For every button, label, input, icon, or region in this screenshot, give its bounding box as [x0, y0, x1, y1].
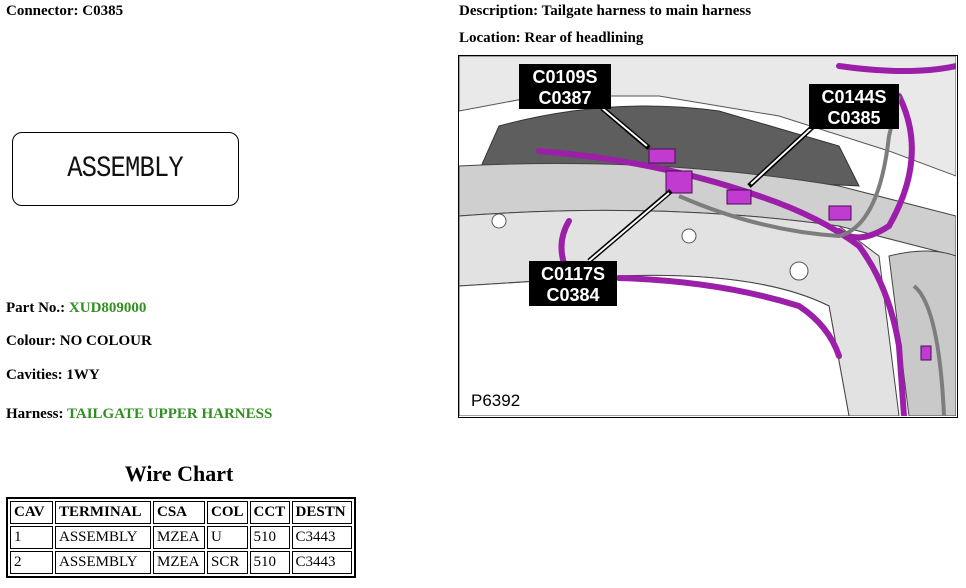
col-header-destn: DESTN: [291, 501, 352, 524]
colour-value: NO COLOUR: [59, 333, 152, 349]
callout-c0109s-line1: C0109S: [532, 67, 597, 87]
location-value: Rear of headlining: [524, 30, 644, 46]
harness-label: Harness:: [6, 406, 64, 422]
connector-clip: [920, 345, 932, 361]
cavities-field: Cavities: 1WY: [6, 367, 100, 384]
location-field: Location: Rear of headlining: [459, 30, 643, 47]
harness-link[interactable]: TAILGATE UPPER HARNESS: [66, 406, 273, 422]
figure-id: P6392: [471, 391, 520, 410]
cell-cct: 510: [249, 551, 290, 574]
connector-c0384: [665, 170, 693, 194]
callout-c0117s: C0117S C0384: [529, 261, 617, 306]
col-header-col: COL: [207, 501, 248, 524]
leader-lines-inner: [588, 107, 820, 262]
cell-cav: 2: [10, 551, 53, 574]
colour-label: Colour:: [6, 333, 56, 349]
connector-c0385: [726, 189, 752, 205]
table-row: 1 ASSEMBLY MZEA U 510 C3443: [10, 526, 352, 549]
wiring-harness: [536, 63, 957, 417]
cell-csa: MZEA: [153, 551, 205, 574]
cell-cav: 1: [10, 526, 53, 549]
cavities-value: 1WY: [66, 367, 100, 383]
col-header-cav: CAV: [10, 501, 53, 524]
part-no-field: Part No.: XUD809000: [6, 300, 146, 317]
wire-chart-header-row: CAV TERMINAL CSA COL CCT DESTN: [10, 501, 352, 524]
harness-field: Harness: TAILGATE UPPER HARNESS: [6, 406, 272, 423]
cell-col: U: [207, 526, 248, 549]
colour-field: Colour: NO COLOUR: [6, 333, 152, 350]
callout-c0117s-line2: C0384: [546, 285, 599, 305]
callout-c0144s: C0144S C0385: [809, 84, 899, 129]
description-label: Description:: [459, 3, 539, 19]
callout-c0144s-line1: C0144S: [821, 87, 886, 107]
callout-c0144s-line2: C0385: [827, 108, 880, 128]
secondary-cable: [678, 95, 946, 417]
connector-face-diagram: ASSEMBLY: [12, 132, 239, 206]
part-no-label: Part No.:: [6, 300, 66, 316]
cell-cct: 510: [249, 526, 290, 549]
description-value: Tailgate harness to main harness: [541, 3, 752, 19]
callout-c0117s-line1: C0117S: [541, 264, 605, 284]
cell-col: SCR: [207, 551, 248, 574]
cell-destn: C3443: [291, 526, 352, 549]
connector-label: Connector:: [6, 3, 79, 19]
cell-terminal: ASSEMBLY: [55, 551, 151, 574]
connector-field: Connector: C0385: [6, 3, 123, 20]
connector-clip: [828, 205, 852, 221]
figure-id-bg: [465, 388, 535, 412]
col-header-csa: CSA: [153, 501, 205, 524]
wire-chart-table: CAV TERMINAL CSA COL CCT DESTN 1 ASSEMBL…: [6, 497, 356, 578]
cavities-label: Cavities:: [6, 367, 63, 383]
location-label: Location:: [459, 30, 521, 46]
cell-destn: C3443: [291, 551, 352, 574]
part-no-link[interactable]: XUD809000: [68, 300, 147, 316]
frame-hole: [491, 213, 507, 229]
tailgate-opening: [459, 274, 850, 417]
location-figure: C0109S C0387 C0144S C0385 C0117S C0384 P…: [458, 55, 958, 418]
assembly-text: ASSEMBLY: [67, 152, 184, 186]
cell-terminal: ASSEMBLY: [55, 526, 151, 549]
callout-c0109s-line2: C0387: [538, 88, 591, 108]
description-field: Description: Tailgate harness to main ha…: [459, 3, 751, 20]
frame-hole: [789, 261, 809, 281]
cell-csa: MZEA: [153, 526, 205, 549]
frame-hole: [681, 228, 697, 244]
connector-value: C0385: [82, 3, 124, 19]
callout-c0109s: C0109S C0387: [519, 64, 611, 109]
table-row: 2 ASSEMBLY MZEA SCR 510 C3443: [10, 551, 352, 574]
location-figure-svg: C0109S C0387 C0144S C0385 C0117S C0384 P…: [459, 56, 957, 417]
wire-chart-title: Wire Chart: [124, 461, 234, 486]
connector-c0387: [648, 148, 676, 164]
col-header-terminal: TERMINAL: [55, 501, 151, 524]
col-header-cct: CCT: [249, 501, 290, 524]
